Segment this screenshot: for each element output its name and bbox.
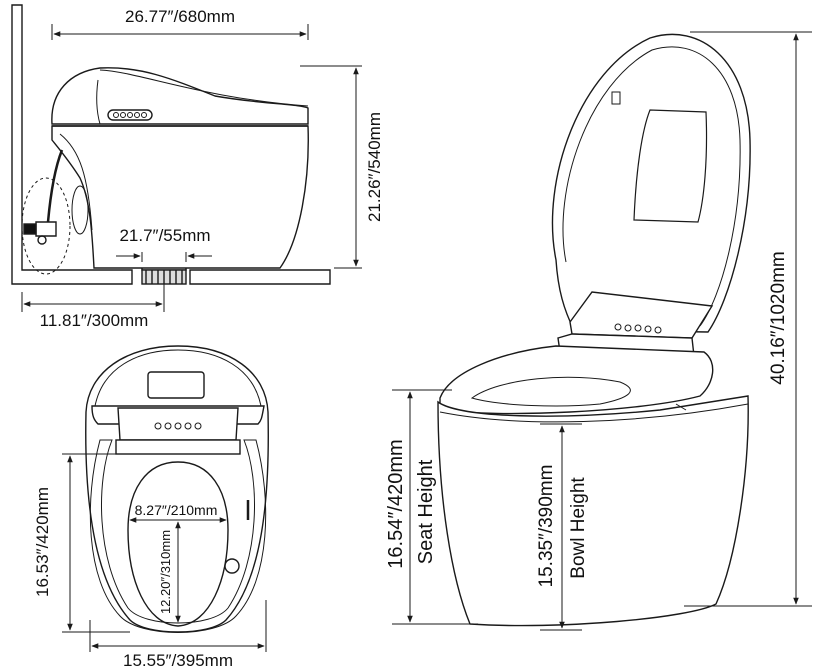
- seat-inner-length-label: 12.20″/310mm: [158, 530, 173, 614]
- seat-height-label: Seat Height: [415, 459, 437, 564]
- control-buttons-front: [614, 323, 662, 334]
- sensor-dot: [224, 558, 240, 574]
- control-panel-front: [569, 291, 714, 339]
- bowl-body-front: [437, 395, 749, 627]
- detail-circle: [21, 177, 71, 275]
- seat-front: [439, 345, 714, 415]
- control-panel-top: [117, 407, 239, 441]
- pipe-height-label: 21.7″/55mm: [119, 226, 210, 245]
- seat-length-label: 16.53″/420mm: [33, 487, 52, 597]
- toilet-body-side: [51, 125, 309, 269]
- side-view: [11, 4, 331, 285]
- front-view-dimensions: [392, 31, 812, 631]
- floor: [189, 269, 331, 285]
- control-buttons-top: [154, 422, 202, 430]
- seat-height-value: 16.54″/420mm: [385, 439, 407, 568]
- control-panel-side: [107, 109, 153, 121]
- overall-length-label: 26.77″/680mm: [125, 7, 235, 26]
- seat-inner-width-label: 8.27″/210mm: [135, 502, 218, 518]
- front-view: [437, 33, 751, 627]
- bowl-height-value: 15.35″/390mm: [536, 465, 557, 588]
- seat-lid-side: [51, 67, 309, 125]
- bowl-outline-top: [85, 345, 269, 633]
- valve: [23, 223, 37, 235]
- top-view-dimensions: [62, 453, 267, 652]
- top-view: [85, 345, 269, 633]
- control-buttons: [113, 112, 147, 118]
- side-view-dimensions: [21, 24, 362, 312]
- wall: [11, 4, 133, 285]
- height-label: 21.26″/540mm: [365, 112, 384, 222]
- overall-width-label: 15.55″/395mm: [123, 651, 233, 670]
- display-window-front: [633, 109, 708, 223]
- seat-ring-top: [89, 439, 267, 633]
- bowl-height-label: Bowl Height: [568, 477, 589, 579]
- overall-height-label: 40.16″/1020mm: [768, 251, 789, 384]
- lid-open: [551, 33, 751, 333]
- display-window-top: [147, 371, 205, 399]
- rough-in-label: 11.81″/300mm: [40, 311, 149, 330]
- water-hose: [46, 149, 64, 223]
- seat-opening-top: [127, 461, 229, 627]
